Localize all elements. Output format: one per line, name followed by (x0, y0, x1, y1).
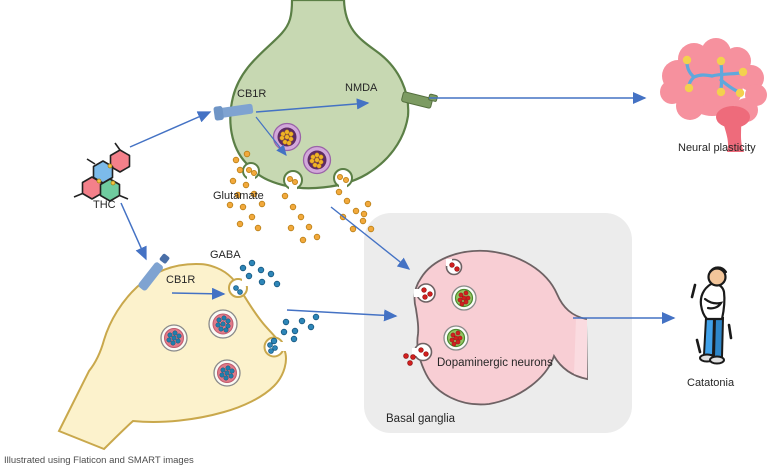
dopamine-release-pockets (412, 258, 463, 362)
dopamine-vesicle (451, 285, 477, 311)
gaba-vesicle (160, 324, 188, 352)
arrow-gaba-to-dopaminergic (286, 309, 398, 322)
gaba-release-pockets (228, 278, 288, 358)
gaba-vesicle (213, 359, 241, 387)
basal-ganglia-label: Basal ganglia (386, 413, 456, 425)
arrow-glutamate-to-basal-ganglia (330, 206, 411, 270)
gabaergic-neuron (57, 262, 288, 451)
cb1r-receptor-glutamatergic (213, 103, 254, 121)
flow-arrows (120, 92, 676, 324)
arrow-cb1r-inside-gaba (171, 287, 226, 300)
cb1r-receptor-gabaergic (138, 253, 170, 291)
gaba-dots (239, 259, 320, 345)
credit-caption: Illustrated using Flaticon and SMART ima… (4, 455, 194, 466)
glutamate-release-pockets (242, 162, 353, 193)
arrow-thc-to-cb1r-gaba (120, 202, 147, 261)
glutamate-vesicle (272, 122, 302, 152)
dopaminergic-neuron (403, 249, 588, 406)
dopaminergic-neurons-label: Dopaminergic neurons (437, 357, 553, 369)
person-icon (690, 266, 733, 365)
glutamate-label: Glutamate (213, 190, 264, 202)
dopamine-dots (403, 353, 416, 366)
cb1r-gabaergic-label: CB1R (166, 274, 196, 286)
glutamate-vesicle (302, 145, 332, 175)
thc-molecule-icon (73, 142, 131, 202)
arrow-thc-to-cb1r-glut (129, 111, 212, 148)
arrow-cb1r-to-nmda (255, 98, 370, 113)
arrow-cb1r-to-vesicles (255, 116, 287, 156)
gaba-vesicle (208, 309, 238, 339)
axon-tail-fade (574, 318, 587, 378)
brain-icon (660, 38, 767, 152)
neural-plasticity-label: Neural plasticity (678, 142, 756, 154)
gaba-label: GABA (210, 249, 241, 261)
thc-label: THC (93, 199, 116, 211)
cb1r-glutamatergic-label: CB1R (237, 88, 267, 100)
dopamine-vesicle (443, 325, 469, 351)
catatonia-label: Catatonia (687, 377, 735, 389)
nmda-label: NMDA (345, 82, 378, 94)
